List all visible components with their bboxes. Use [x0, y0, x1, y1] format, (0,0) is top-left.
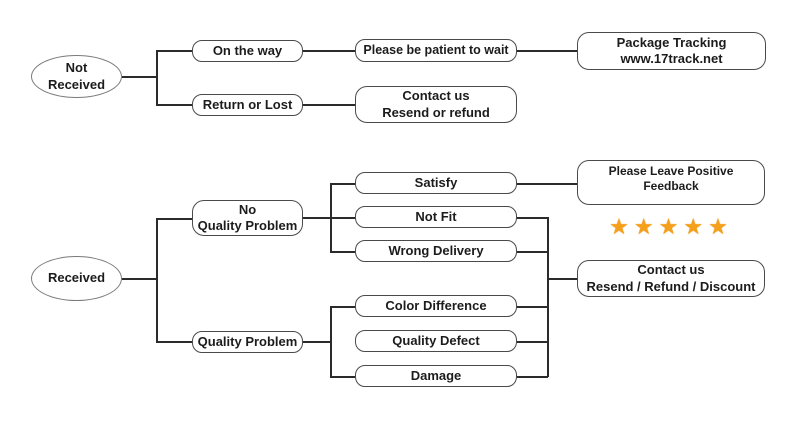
connector-line [330, 306, 332, 376]
connector-line [156, 341, 192, 343]
connector-line [330, 217, 355, 219]
node-please-wait: Please be patient to wait [355, 39, 517, 62]
node-wrong-delivery: Wrong Delivery [355, 240, 517, 262]
connector-line [517, 376, 548, 378]
connector-line [156, 218, 158, 342]
node-damage: Damage [355, 365, 517, 387]
connector-line [330, 376, 355, 378]
node-not-fit: Not Fit [355, 206, 517, 228]
connector-line [156, 218, 192, 220]
connector-line [156, 104, 192, 106]
connector-line [122, 278, 157, 280]
node-return-or-lost: Return or Lost [192, 94, 303, 116]
node-on-the-way: On the way [192, 40, 303, 62]
connector-line [330, 183, 355, 185]
node-contact-resend-refund-discount: Contact us Resend / Refund / Discount [577, 260, 765, 297]
positive-feedback-label: Please Leave Positive Feedback [608, 164, 734, 193]
connector-line [517, 50, 577, 52]
connector-line [303, 341, 331, 343]
connector-line [517, 217, 548, 219]
node-quality-problem: Quality Problem [192, 331, 303, 353]
connector-line [156, 50, 158, 105]
connector-line [330, 251, 355, 253]
connector-line [122, 76, 157, 78]
node-positive-feedback: Please Leave Positive Feedback ★★★★★ [577, 160, 765, 238]
connector-line [517, 251, 548, 253]
connector-line [547, 278, 577, 280]
node-quality-defect: Quality Defect [355, 330, 517, 352]
node-color-difference: Color Difference [355, 295, 517, 317]
connector-line [303, 50, 355, 52]
node-no-quality-problem: No Quality Problem [192, 200, 303, 236]
connector-line [156, 50, 192, 52]
node-package-tracking: Package Tracking www.17track.net [577, 32, 766, 70]
node-not-received: Not Received [31, 55, 122, 98]
star-icon: ★ [708, 214, 733, 239]
five-star-rating: ★★★★★ [609, 194, 733, 238]
star-icon: ★ [683, 214, 709, 239]
connector-line [303, 217, 331, 219]
node-satisfy: Satisfy [355, 172, 517, 194]
star-icon: ★ [609, 214, 634, 239]
connector-line [330, 306, 355, 308]
connector-line [547, 217, 549, 377]
node-contact-resend-refund: Contact us Resend or refund [355, 86, 517, 123]
connector-line [303, 104, 355, 106]
node-received: Received [31, 256, 122, 301]
star-icon: ★ [633, 214, 659, 239]
connector-line [517, 306, 548, 308]
star-icon: ★ [658, 214, 684, 239]
connector-line [517, 183, 577, 185]
connector-line [517, 341, 548, 343]
